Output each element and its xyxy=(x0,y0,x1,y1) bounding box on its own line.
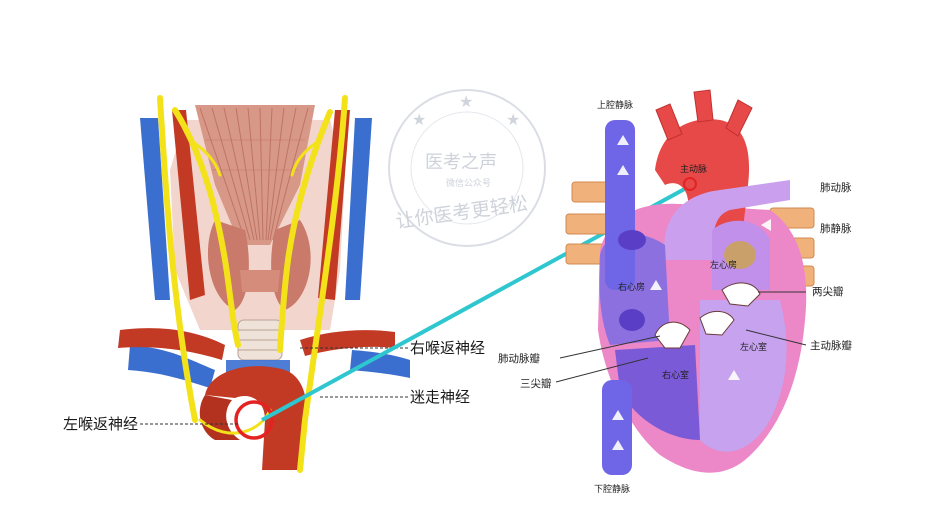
svg-text:微信公众号: 微信公众号 xyxy=(446,177,491,189)
label-aorta: 主动脉 xyxy=(680,163,707,175)
label-ivc: 下腔静脉 xyxy=(594,483,630,495)
highlight-ring xyxy=(234,400,274,440)
heart-illustration xyxy=(565,89,815,475)
svg-text:★: ★ xyxy=(459,92,473,111)
label-left-ventricle: 左心室 xyxy=(740,341,767,353)
label-vagus-nerve: 迷走神经 xyxy=(410,388,470,406)
label-svc: 上腔静脉 xyxy=(597,99,633,111)
superior-vena-cava xyxy=(605,120,635,290)
label-aortic-valve: 主动脉瓣 xyxy=(810,339,852,352)
label-right-atrium: 右心房 xyxy=(618,281,645,293)
neck-anatomy-illustration xyxy=(118,95,410,473)
inferior-vena-cava xyxy=(602,380,632,475)
svg-text:医考之声: 医考之声 xyxy=(425,152,497,173)
label-left-recurrent-laryngeal-nerve: 左喉返神经 xyxy=(63,415,138,433)
label-right-recurrent-laryngeal-nerve: 右喉返神经 xyxy=(410,339,485,357)
svg-text:★: ★ xyxy=(412,110,426,129)
svg-text:让你医考更轻松: 让你医考更轻松 xyxy=(394,193,529,233)
label-pulmonary-vein: 肺静脉 xyxy=(820,222,852,235)
pharyngeal-muscle xyxy=(195,105,315,245)
vagus-and-recurrent-nerves xyxy=(157,95,348,473)
label-pulmonary-artery: 肺动脉 xyxy=(820,181,852,194)
aorta-highlight-ring xyxy=(683,177,697,191)
svg-text:★: ★ xyxy=(506,110,520,129)
label-mitral-valve: 两尖瓣 xyxy=(812,285,844,298)
trachea xyxy=(237,319,283,361)
label-right-ventricle: 右心室 xyxy=(662,369,689,381)
watermark-seal: ★ ★ ★ 医考之声 微信公众号 让你医考更轻松 xyxy=(388,89,546,247)
label-left-atrium: 左心房 xyxy=(710,259,737,271)
right-leader-lines xyxy=(555,291,807,383)
label-pulmonary-valve: 肺动脉瓣 xyxy=(498,352,540,365)
label-tricuspid-valve: 三尖瓣 xyxy=(520,377,552,390)
